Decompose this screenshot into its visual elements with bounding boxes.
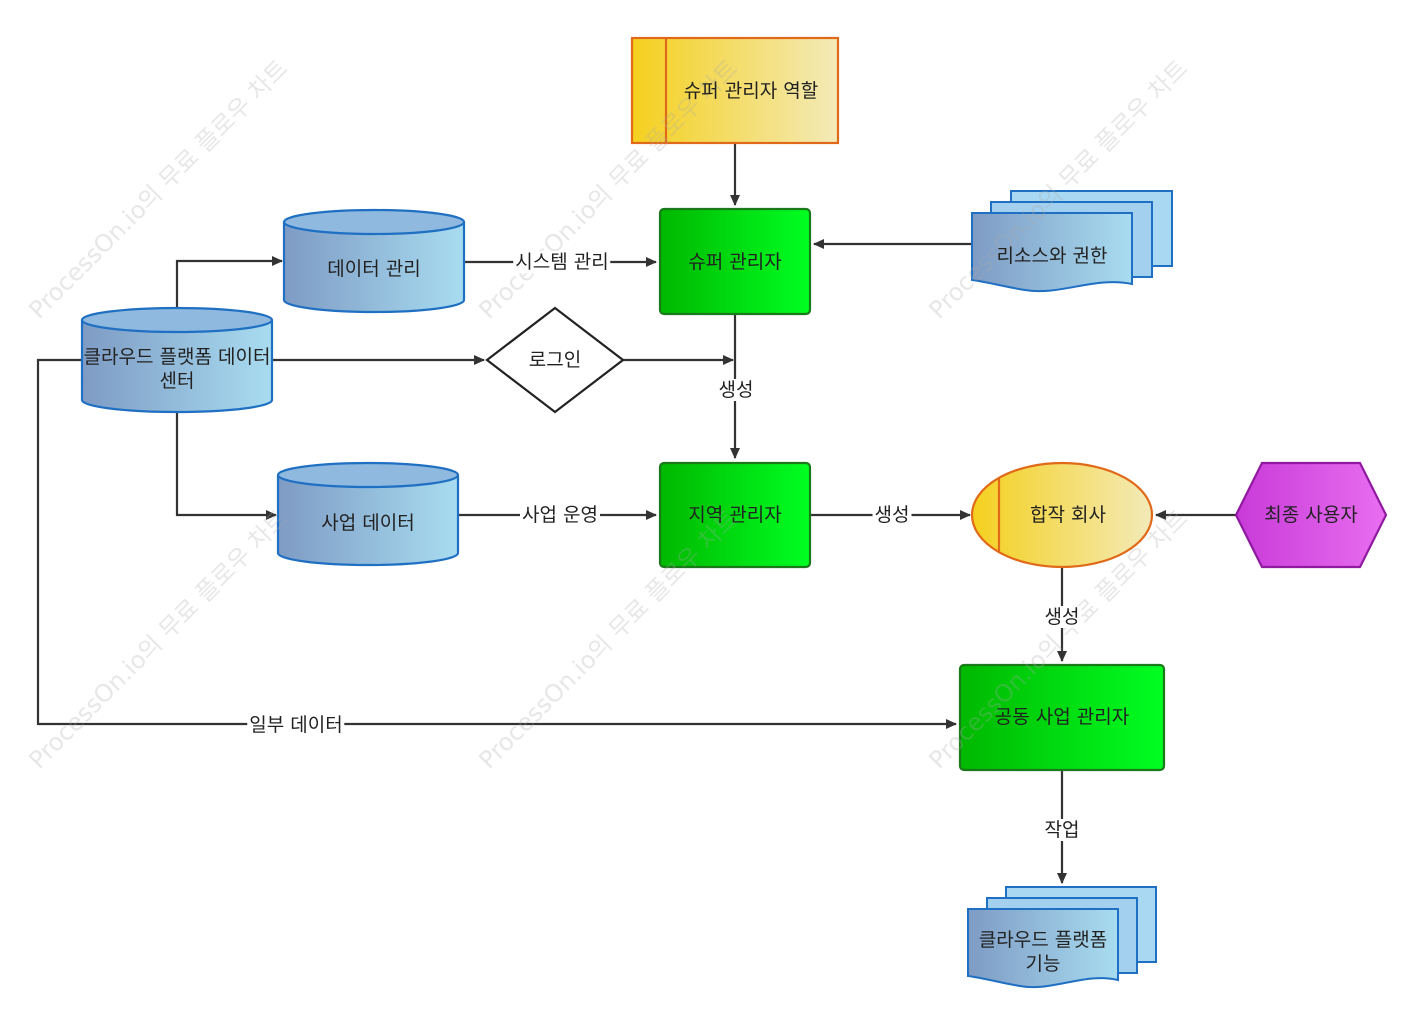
edge-label-work: 작업 (1042, 819, 1082, 841)
resources-shape[interactable] (971, 190, 1173, 293)
login-label: 로그인 (528, 349, 582, 371)
biz-data-label: 사업 데이터 (321, 512, 415, 534)
joint-admin-shape[interactable] (958, 663, 1166, 772)
edge-cloud-partial-to-joint-admin (36, 358, 957, 729)
super-admin-shape[interactable] (658, 207, 812, 316)
biz-data-shape[interactable] (276, 461, 460, 567)
resources-label: 리소스와 권한 (996, 245, 1108, 267)
joint-admin-label: 공동 사업 관리자 (994, 706, 1130, 728)
edge-label-create-1: 생성 (716, 379, 756, 401)
cloud-features-label: 클라우드 플랫폼 기능 (978, 929, 1108, 975)
data-mgmt-shape[interactable] (282, 208, 466, 314)
edge-cloud-to-data-mgmt (175, 256, 283, 308)
jv-company-label: 합작 회사 (1030, 504, 1106, 526)
edge-label-create-3: 생성 (1042, 606, 1082, 628)
region-admin-shape[interactable] (658, 461, 812, 569)
jv-company-shape[interactable] (970, 461, 1154, 569)
cloud-dc-label: 클라우드 플랫폼 데이터 센터 (83, 346, 271, 392)
edge-label-create-2: 생성 (872, 504, 912, 526)
super-admin-label: 슈퍼 관리자 (688, 251, 782, 273)
region-admin-label: 지역 관리자 (688, 504, 782, 526)
cloud-dc-shape[interactable] (80, 306, 274, 414)
cloud-features-shape[interactable] (967, 886, 1157, 989)
end-user-label: 최종 사용자 (1264, 504, 1358, 526)
edge-label-biz-ops: 사업 운영 (520, 504, 600, 526)
edge-cloud-to-biz-data (175, 412, 277, 520)
edge-label-system-mgmt: 시스템 관리 (513, 251, 611, 273)
login-shape[interactable] (485, 306, 625, 414)
data-mgmt-label: 데이터 관리 (327, 258, 421, 280)
super-admin-role-shape[interactable] (630, 36, 840, 145)
end-user-shape[interactable] (1234, 461, 1388, 569)
edge-label-partial-data: 일부 데이터 (247, 714, 345, 736)
super-admin-role-label: 슈퍼 관리자 역할 (683, 80, 819, 102)
